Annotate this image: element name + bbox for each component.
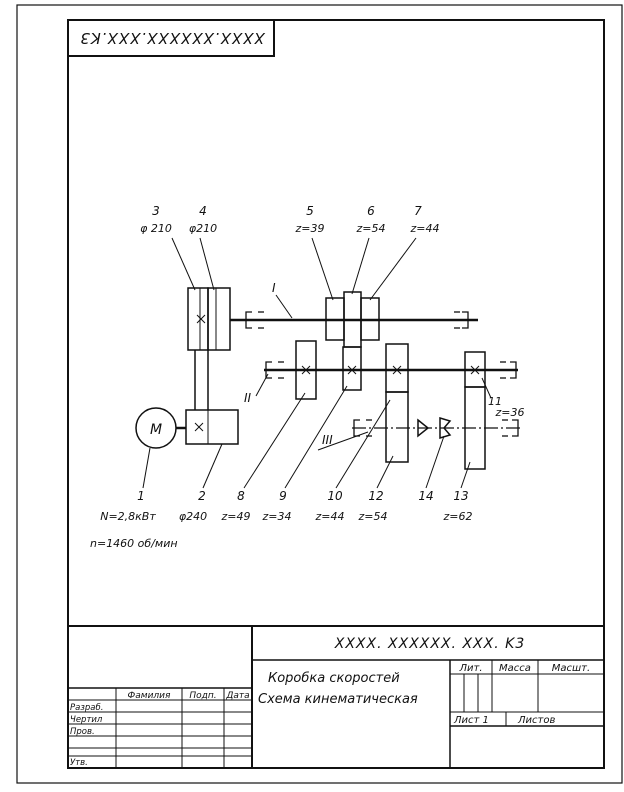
part-spec-13: z=62	[443, 510, 473, 523]
part-num-1: 1	[137, 489, 145, 503]
part-num-13: 13	[453, 489, 468, 503]
gear-13	[464, 386, 486, 470]
part-num-3: 3	[152, 204, 160, 218]
gear-9	[342, 346, 362, 391]
code-stamp-text: XXXX.XXXXXX.XXX.K3	[79, 29, 265, 47]
sheet-number: Лист 1	[453, 715, 489, 726]
part-spec-1: N=2,8кВт	[100, 510, 156, 523]
pulley-2	[185, 409, 239, 445]
gear-12	[385, 391, 409, 463]
part-spec-9: z=34	[262, 510, 292, 523]
col-signature: Подп.	[189, 691, 216, 701]
part-spec-3: φ 210	[140, 222, 172, 235]
part-num-14: 14	[418, 489, 433, 503]
col-mass: Масса	[499, 663, 531, 674]
part-num-7: 7	[414, 204, 422, 218]
row-approver: Утв.	[70, 758, 88, 768]
col-scale: Масшт.	[552, 663, 590, 674]
part-num-8: 8	[237, 489, 245, 503]
shaft-label-1: I	[272, 281, 276, 295]
part-spec-6: z=54	[356, 222, 386, 235]
code-stamp: XXXX.XXXXXX.XXX.K3	[67, 19, 275, 57]
title-block	[68, 625, 604, 768]
outer-border	[16, 4, 623, 784]
part-spec-2: φ240	[179, 510, 207, 523]
document-type: Схема кинематическая	[258, 692, 418, 707]
part-spec-5: z=39	[295, 222, 325, 235]
part-spec-10: z=44	[315, 510, 345, 523]
col-surname: Фамилия	[128, 691, 172, 701]
title-block-text: XXXX. XXXXXX. XXX. K3 Коробка скоростей …	[70, 636, 590, 768]
part-spec-12: z=54	[358, 510, 388, 523]
part-spec-8: z=49	[221, 510, 251, 523]
sheet-count: Листов	[517, 715, 555, 726]
part-num-12: 12	[368, 489, 383, 503]
part-num-11: 11	[488, 395, 502, 408]
row-checker: Пров.	[70, 727, 95, 737]
product-name: Коробка скоростей	[268, 671, 400, 686]
kinematic-diagram: M	[135, 237, 520, 489]
pulley-4	[207, 287, 231, 351]
drawing-frame	[67, 19, 605, 769]
part-num-9: 9	[279, 489, 287, 503]
row-draftsman: Чертил	[70, 715, 103, 725]
part-num-6: 6	[367, 204, 375, 218]
part-num-4: 4	[199, 204, 207, 218]
col-letter: Лит.	[458, 663, 482, 674]
pulley-3	[187, 287, 209, 351]
clutch-14	[417, 416, 452, 440]
part-num-2: 2	[198, 489, 206, 503]
row-developer: Разраб.	[70, 703, 103, 713]
gear-7	[360, 297, 380, 341]
shaft-label-3: III	[322, 433, 333, 447]
part-num-5: 5	[306, 204, 314, 218]
motor-label: M	[150, 422, 162, 438]
part-spec-4: φ210	[189, 222, 217, 235]
gear-8	[295, 340, 317, 400]
gear-10	[385, 343, 409, 393]
part-spec-7: z=44	[410, 222, 440, 235]
shaft-label-2: II	[244, 391, 252, 405]
part-spec-11: z=36	[495, 406, 525, 419]
diagram-labels: I II III 3 φ 210 4 φ210 5 z=39 6 z=54 7 …	[90, 204, 525, 550]
title-code: XXXX. XXXXXX. XXX. K3	[334, 636, 525, 652]
part-num-10: 10	[327, 489, 343, 503]
col-date: Дата	[225, 691, 249, 701]
speed-note: n=1460 об/мин	[90, 537, 178, 550]
